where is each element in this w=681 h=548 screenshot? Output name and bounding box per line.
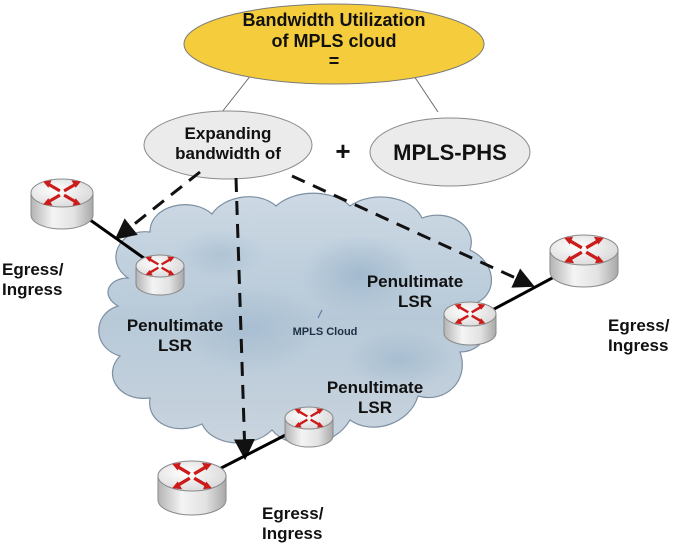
penultimate-bottom-label: Penultimate LSR: [326, 378, 424, 417]
title-ellipse: [183, 3, 485, 85]
penultimate-right-label: Penultimate LSR: [366, 272, 464, 311]
expanding-line2: bandwidth of: [175, 143, 281, 163]
title-line1: Bandwidth Utilization: [242, 10, 426, 30]
title-line2: of MPLS cloud: [271, 30, 397, 51]
dashed-arrow-center: [233, 177, 255, 461]
router-icon: [135, 254, 185, 296]
title-equals: =: [328, 51, 340, 72]
edge-bottom-label: Egress/ Ingress: [262, 504, 324, 543]
router-icon: [549, 234, 619, 288]
router-icon: [443, 301, 497, 346]
edge-left-label: Egress/ Ingress: [2, 260, 64, 299]
expanding-line1: Expanding: [184, 124, 272, 143]
phs-ellipse: [369, 117, 531, 187]
cloud-label: MPLS Cloud: [292, 326, 358, 338]
title-text: Bandwidth Utilization of MPLS cloud =: [214, 10, 454, 72]
router-icon: [284, 406, 334, 448]
expanding-text: Expanding bandwidth of: [163, 124, 293, 163]
dashed-arrow-left: [114, 170, 201, 240]
plus-sign: +: [335, 136, 351, 166]
mpls-cloud: [98, 192, 492, 445]
edge-right-label: Egress/ Ingress: [608, 316, 670, 355]
dashed-arrow-right: [291, 174, 535, 288]
router-icon: [30, 178, 94, 230]
penultimate-left-label: Penultimate LSR: [126, 316, 224, 355]
router-icon: [157, 460, 227, 516]
expanding-ellipse: [143, 110, 313, 180]
phs-label: MPLS-PHS: [393, 140, 507, 165]
